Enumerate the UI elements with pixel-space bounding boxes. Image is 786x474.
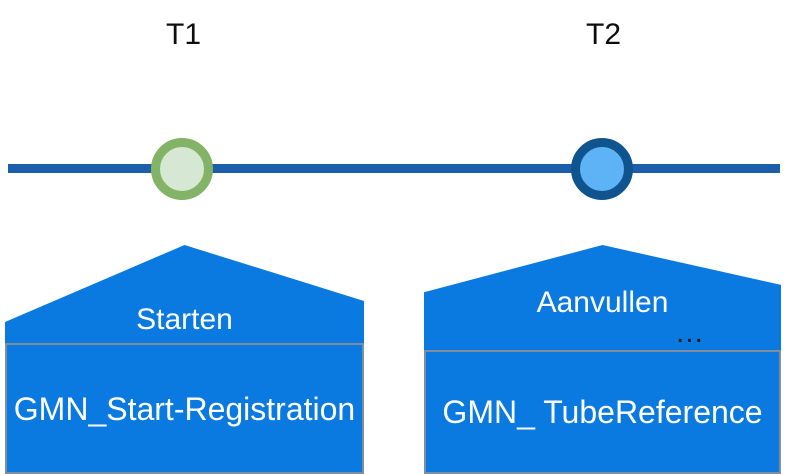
process-ellipsis-marker-right: ...	[676, 316, 705, 349]
process-action-label-left: Starten	[136, 303, 233, 336]
timeline-milestone-t2-circle-icon[interactable]	[571, 138, 633, 200]
process-object-box-right[interactable]: GMN_ TubeReference	[424, 350, 781, 474]
timeline-label-t2: T2	[586, 18, 622, 51]
timeline-label-t1: T1	[166, 18, 202, 51]
timeline-axis	[8, 164, 780, 173]
process-object-box-left[interactable]: GMN_Start-Registration	[5, 343, 364, 474]
process-action-label-right: Aanvullen	[536, 286, 669, 319]
process-object-label-right: GMN_ TubeReference	[442, 394, 763, 430]
process-object-label-left: GMN_Start-Registration	[13, 390, 356, 427]
timeline-milestone-t1-circle-icon[interactable]	[151, 138, 213, 200]
